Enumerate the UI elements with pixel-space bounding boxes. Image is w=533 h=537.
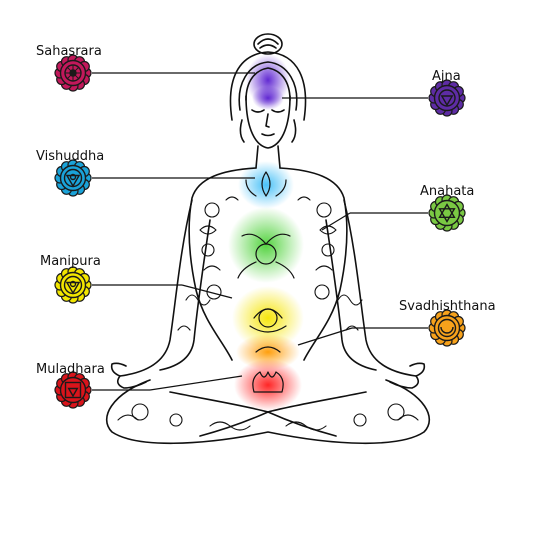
hair-bun bbox=[253, 33, 283, 55]
svadhishthana-chakra-icon bbox=[428, 309, 466, 347]
root-glow bbox=[234, 359, 302, 411]
ajna-marker bbox=[282, 79, 466, 117]
hair-outline bbox=[229, 51, 307, 121]
solar-glow bbox=[232, 286, 304, 350]
svadhishthana-label: Svadhishthana bbox=[399, 299, 496, 314]
vishuddha-chakra-icon bbox=[54, 159, 92, 197]
vishuddha-inner-symbol bbox=[63, 168, 83, 188]
neck bbox=[255, 145, 281, 169]
svadhishthana-leader-line bbox=[297, 327, 353, 346]
vishuddha-label: Vishuddha bbox=[36, 149, 105, 164]
hair-bun-swirl bbox=[257, 38, 279, 49]
heart-glow bbox=[228, 207, 304, 283]
ajna-label: Ajna bbox=[432, 69, 461, 84]
anahata-chakra-icon bbox=[428, 194, 466, 232]
brow-glow bbox=[252, 86, 284, 110]
muladhara-chakra-icon bbox=[54, 371, 92, 409]
muladhara-label: Muladhara bbox=[36, 362, 105, 377]
throat-glow bbox=[238, 161, 294, 209]
sahasrara-inner-symbol bbox=[64, 64, 82, 82]
arm-left-inner bbox=[159, 219, 211, 371]
manipura-inner-symbol bbox=[63, 275, 83, 295]
muladhara-marker bbox=[54, 371, 243, 409]
meditating-woman-figure bbox=[106, 33, 430, 445]
anahata-label: Anahata bbox=[420, 184, 475, 199]
arm-right-inner bbox=[325, 219, 377, 371]
hair-strands bbox=[238, 61, 298, 111]
closed-eyes bbox=[251, 109, 285, 113]
muladhara-inner-symbol bbox=[64, 381, 82, 399]
muladhara-leader-line bbox=[149, 375, 243, 391]
manipura-marker bbox=[54, 266, 233, 304]
manipura-leader-line bbox=[181, 284, 233, 299]
muladhara-disc bbox=[59, 376, 87, 404]
svadhishthana-inner-symbol bbox=[437, 318, 457, 338]
manipura-chakra-icon bbox=[54, 266, 92, 304]
body-ornaments bbox=[117, 196, 419, 431]
ajna-inner-symbol bbox=[438, 89, 456, 107]
torso-left bbox=[188, 167, 257, 361]
anahata-inner-symbol bbox=[438, 203, 456, 223]
sacral-glow bbox=[236, 334, 300, 370]
arm-left bbox=[119, 199, 193, 377]
leg-fold bbox=[199, 411, 337, 437]
nose bbox=[265, 113, 270, 128]
arm-right bbox=[343, 199, 417, 377]
lips bbox=[261, 133, 275, 137]
earrings bbox=[239, 119, 297, 143]
center-lotus-motifs bbox=[237, 171, 295, 393]
svadhishthana-marker bbox=[297, 309, 466, 347]
sahasrara-marker bbox=[54, 54, 255, 92]
legs-outline bbox=[106, 379, 430, 445]
anahata-leader-line bbox=[321, 212, 351, 231]
face-outline bbox=[245, 95, 291, 149]
torso-right bbox=[279, 167, 348, 361]
vishuddha-marker bbox=[54, 159, 255, 197]
sahasrara-chakra-icon bbox=[54, 54, 92, 92]
chakra-glows bbox=[228, 54, 304, 411]
chakra-markers bbox=[54, 54, 466, 409]
sahasrara-label: Sahasrara bbox=[36, 44, 102, 59]
anahata-disc bbox=[433, 199, 461, 227]
ajna-disc bbox=[433, 84, 461, 112]
ajna-chakra-icon bbox=[428, 79, 466, 117]
manipura-label: Manipura bbox=[40, 254, 101, 269]
anahata-marker bbox=[321, 194, 466, 232]
